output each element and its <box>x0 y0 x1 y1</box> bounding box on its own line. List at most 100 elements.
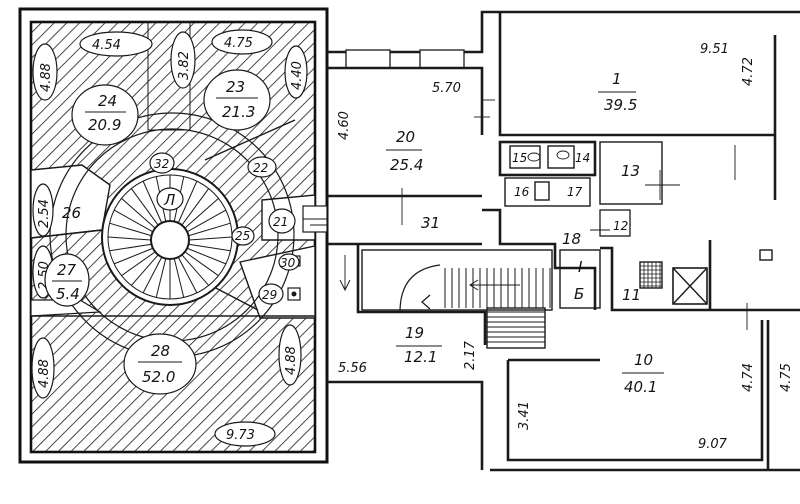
wall-room-20 <box>327 66 484 135</box>
room-10-area: 40.1 <box>624 378 657 396</box>
room-31-number: 31 <box>421 214 440 232</box>
wall-room-19-bottom <box>327 380 484 470</box>
room-19-area: 12.1 <box>404 348 437 366</box>
stair-19-box <box>361 249 553 311</box>
room-14-box <box>547 145 575 169</box>
room-B-number: Б <box>574 285 584 303</box>
dim-2-54: 2.54 <box>37 199 52 228</box>
dim-9-73: 9.73 <box>226 428 255 443</box>
room-28-number: 28 <box>151 342 170 360</box>
room-19-number: 19 <box>405 324 424 342</box>
spiral-tread <box>109 243 152 252</box>
spiral-tread <box>184 197 219 229</box>
wall-room-1 <box>498 12 775 137</box>
stair-arrow <box>421 294 431 310</box>
room-26-number: 26 <box>62 204 81 222</box>
dim-4-40: 4.40 <box>290 61 305 90</box>
room-22-number: 22 <box>253 161 268 175</box>
spiral-tread <box>188 236 233 241</box>
room-13-box <box>599 141 663 205</box>
dim-2-17: 2.17 <box>463 340 478 370</box>
room-29-number: 29 <box>262 288 277 302</box>
room-23-number: 23 <box>226 78 245 96</box>
spiral-tread <box>177 180 198 224</box>
room-L-number: Л <box>163 191 175 209</box>
room-1-number: 1 <box>612 70 622 88</box>
dim-5-70: 5.70 <box>432 81 461 96</box>
room-18-number: 18 <box>562 230 581 248</box>
room-21-number: 21 <box>273 215 288 229</box>
room-I-number: I <box>578 258 583 276</box>
spiral-tread <box>181 254 210 286</box>
room-12-number: 12 <box>613 219 628 233</box>
small-fixture <box>759 249 773 261</box>
stair-lower <box>486 307 546 349</box>
window-top-right <box>419 49 465 69</box>
window-top-left <box>345 49 391 69</box>
wall-room-11 <box>600 246 800 312</box>
hatched-labels: 4.54 4.75 3.82 4.88 4.40 24 20.9 23 21.3… <box>31 29 308 447</box>
room-24-area: 20.9 <box>88 116 121 134</box>
wall-stair-19 <box>356 244 487 345</box>
room-25-number: 25 <box>235 229 250 243</box>
outer-wall-top <box>327 10 800 54</box>
room-10-number: 10 <box>634 351 653 369</box>
room-20-area: 25.4 <box>390 156 423 174</box>
room-14-number: 14 <box>575 151 590 165</box>
dim-4-88-top-left: 4.88 <box>39 63 54 92</box>
spiral-tread <box>121 197 156 229</box>
spiral-tread <box>188 222 231 237</box>
dim-4-54: 4.54 <box>92 38 121 53</box>
dim-4-88-bottom-right: 4.88 <box>284 346 299 375</box>
wall-diag-lower <box>209 284 259 311</box>
room-16-number: 16 <box>514 185 530 199</box>
spiral-tread <box>142 256 163 294</box>
main-floor-plan <box>302 10 800 472</box>
dim-4-75-top: 4.75 <box>224 36 253 51</box>
room-27-number: 27 <box>57 261 77 279</box>
marker-dot-29 <box>291 291 297 297</box>
spiral-tread <box>188 243 231 252</box>
room-17-number: 17 <box>567 185 583 199</box>
room-16-17-box <box>504 177 591 207</box>
dim-9-51: 9.51 <box>700 42 729 57</box>
dim-4-60: 4.60 <box>337 111 352 140</box>
spiral-tread <box>113 209 154 233</box>
dim-3-41: 3.41 <box>517 401 532 430</box>
spiral-tread <box>186 247 227 265</box>
room-27-area: 5.4 <box>56 285 80 303</box>
dim-3-82: 3.82 <box>177 51 192 80</box>
room-28-area: 52.0 <box>142 368 175 386</box>
spiral-tread <box>155 258 167 298</box>
wall-diag-upper-right <box>204 119 296 161</box>
spiral-tread <box>107 236 152 241</box>
spiral-tread <box>130 188 159 226</box>
dim-4-72: 4.72 <box>741 57 756 86</box>
wall-room-18 <box>482 208 597 310</box>
room-30-number: 30 <box>280 256 296 270</box>
spiral-tread <box>186 209 227 233</box>
wall-room-10 <box>506 320 764 462</box>
room-11-number: 11 <box>622 286 641 304</box>
spiral-tread <box>113 247 154 265</box>
dim-4-74: 4.74 <box>741 363 756 392</box>
stair-I-box <box>559 249 601 309</box>
elevator-grid <box>639 261 663 289</box>
spiral-tread <box>121 251 156 277</box>
dim-9-07: 9.07 <box>698 437 728 452</box>
spiral-tread <box>184 251 219 277</box>
room-20-number: 20 <box>396 128 415 146</box>
dim-5-56: 5.56 <box>338 361 367 376</box>
spiral-tread <box>109 222 152 237</box>
spiral-tread <box>181 188 210 226</box>
room-24-number: 24 <box>98 92 117 110</box>
spiral-tread <box>173 258 185 298</box>
spiral-tread <box>142 180 163 224</box>
spiral-tread <box>130 254 159 286</box>
room-15-number: 15 <box>512 151 527 165</box>
room-32-number: 32 <box>154 157 169 171</box>
room-23-area: 21.3 <box>222 103 255 121</box>
block-14-15 <box>498 140 597 177</box>
spiral-tread <box>177 256 198 294</box>
